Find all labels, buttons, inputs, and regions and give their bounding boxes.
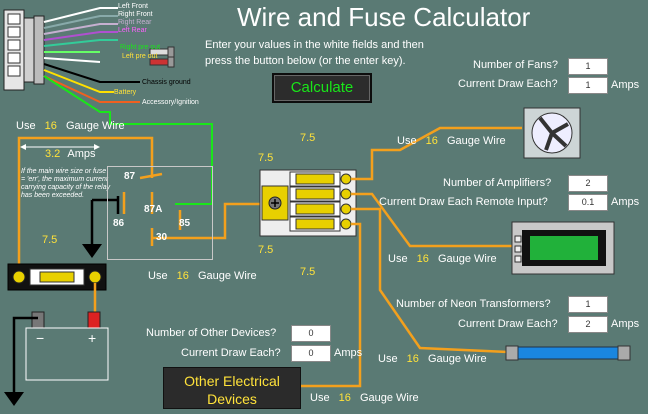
other-wire-gauge: 16 — [338, 392, 351, 404]
instructions-line-2: press the button below (or the enter key… — [205, 55, 406, 67]
amps-count-input[interactable] — [568, 175, 608, 192]
main-fuse-holder-icon — [7, 263, 107, 291]
page-title: Wire and Fuse Calculator — [237, 2, 531, 32]
amps-draw-label: Current Draw Each Remote Input? — [379, 196, 548, 208]
relay-pin-85: 85 — [179, 218, 191, 229]
other-count-input[interactable] — [291, 325, 331, 342]
other-draw-input[interactable] — [291, 345, 331, 362]
fans-unit: Amps — [611, 79, 640, 91]
main-wire-label: Use 16 Gauge Wire — [16, 120, 125, 132]
fans-wire-label: Use 16 Gauge Wire — [397, 135, 506, 147]
neon-wire-gauge: 16 — [406, 353, 419, 365]
relay-pin-30: 30 — [156, 232, 168, 243]
main-wire-suffix: Gauge Wire — [65, 120, 125, 132]
other-draw-label: Current Draw Each? — [181, 347, 281, 359]
harness-label-left-front: Left Front — [118, 3, 148, 10]
neon-wire-suffix: Gauge Wire — [427, 353, 487, 365]
main-amps-readout: 3.2 Amps — [45, 148, 95, 160]
harness-label-accessory-ignition: Accessory/Ignition — [142, 99, 199, 106]
harness-label-right-rear: Right Rear — [118, 19, 152, 26]
other-wire-suffix: Gauge Wire — [359, 392, 419, 404]
fuse-rating-1: 7.5 — [300, 132, 316, 144]
amps-wire-suffix: Gauge Wire — [437, 253, 497, 265]
instructions-line-1: Enter your values in the white fields an… — [205, 39, 424, 51]
fuse-rating-3: 7.5 — [258, 244, 274, 256]
neon-count-label: Number of Neon Transformers? — [396, 298, 551, 310]
fuse-rating-4: 7.5 — [300, 266, 316, 278]
main-wire-use: Use — [16, 120, 36, 132]
relay-pin-86: 86 — [113, 218, 125, 229]
relay-wire-suffix: Gauge Wire — [197, 270, 257, 282]
neon-wire-label: Use 16 Gauge Wire — [378, 353, 487, 365]
fans-wire-use: Use — [397, 135, 417, 147]
neon-draw-input[interactable] — [568, 316, 608, 333]
neon-count-input[interactable] — [568, 296, 608, 313]
fan-icon — [523, 107, 581, 159]
battery-positive: + — [88, 330, 97, 346]
other-box-line-2: Devices — [207, 391, 257, 407]
harness-label-left-pre-out: Left pre out — [122, 53, 158, 60]
amplifier-icon — [511, 221, 615, 275]
relay-pin-87a: 87A — [144, 204, 163, 215]
amps-unit: Amps — [611, 196, 640, 208]
other-count-label: Number of Other Devices? — [146, 327, 277, 339]
calculate-button[interactable]: Calculate — [272, 73, 372, 103]
harness-label-right-front: Right Front — [118, 11, 153, 18]
harness-label-battery: Battery — [114, 89, 137, 96]
amps-wire-label: Use 16 Gauge Wire — [388, 253, 497, 265]
fans-count-label: Number of Fans? — [473, 59, 558, 71]
harness-label-chassis-ground: Chassis ground — [142, 79, 191, 86]
amps-count-label: Number of Amplifiers? — [443, 177, 552, 189]
amps-arrow-icon — [20, 144, 100, 150]
harness-label-right-pre-out: Right pre out — [120, 44, 161, 51]
fans-draw-input[interactable] — [568, 77, 608, 94]
other-unit: Amps — [334, 347, 363, 359]
fans-draw-label: Current Draw Each? — [458, 78, 558, 90]
other-wire-label: Use 16 Gauge Wire — [310, 392, 419, 404]
amps-draw-input[interactable] — [568, 194, 608, 211]
other-box-line-1: Other Electrical — [184, 373, 280, 389]
neon-tube-icon — [505, 345, 631, 361]
rca-plugs-icon — [149, 46, 175, 68]
fuse-block-icon — [259, 169, 357, 237]
fans-wire-gauge: 16 — [425, 135, 438, 147]
relay-wire-label: Use 16 Gauge Wire — [148, 270, 257, 282]
battery-negative: − — [36, 330, 45, 346]
neon-draw-label: Current Draw Each? — [458, 318, 558, 330]
harness-connector-icon — [3, 9, 45, 91]
neon-wire-use: Use — [378, 353, 398, 365]
relay-warning-text: If the main wire size or fuse = 'err', t… — [21, 168, 111, 199]
main-amps-label: Amps — [67, 148, 96, 160]
other-electrical-devices-box: Other Electrical Devices — [163, 367, 301, 409]
main-amps-value: 3.2 — [45, 148, 61, 160]
fans-count-input[interactable] — [568, 58, 608, 75]
main-wire-gauge: 16 — [44, 120, 57, 132]
relay-wire-gauge: 16 — [176, 270, 189, 282]
battery-icon — [25, 311, 109, 381]
fuse-rating-2: 7.5 — [258, 152, 274, 164]
fans-wire-suffix: Gauge Wire — [446, 135, 506, 147]
main-fuse-rating: 7.5 — [42, 234, 58, 246]
relay-wire-use: Use — [148, 270, 168, 282]
relay-pin-87: 87 — [124, 171, 136, 182]
neon-unit: Amps — [611, 318, 640, 330]
amps-wire-gauge: 16 — [416, 253, 429, 265]
relay-box — [107, 166, 213, 260]
instructions: Enter your values in the white fields an… — [205, 37, 424, 69]
harness-label-left-rear: Left Rear — [118, 27, 147, 34]
amps-wire-use: Use — [388, 253, 408, 265]
other-wire-use: Use — [310, 392, 330, 404]
